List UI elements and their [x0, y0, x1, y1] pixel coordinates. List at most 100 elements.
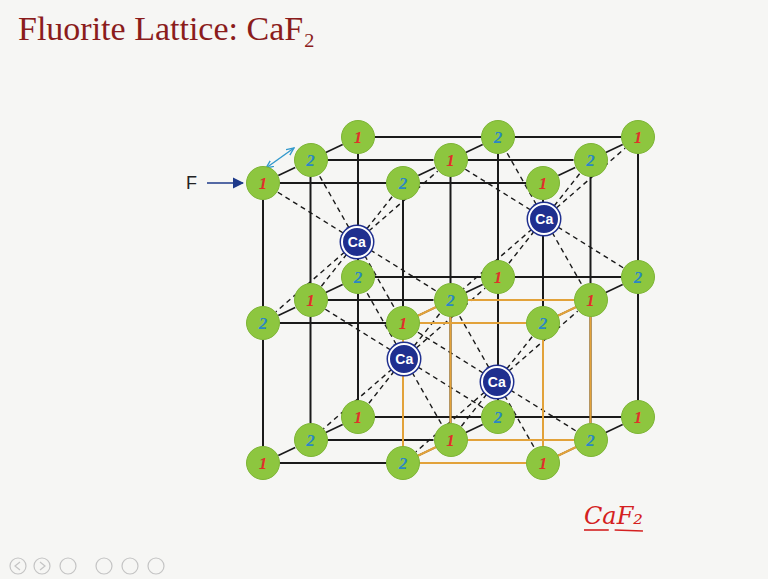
lattice-line [280, 182, 386, 184]
bond-line [507, 336, 533, 369]
lattice-line [515, 276, 621, 278]
lattice-line [558, 167, 575, 175]
lattice-line [637, 294, 639, 400]
lattice-line [606, 284, 623, 292]
fluoride-ion: 1 [434, 143, 468, 177]
site-number: 2 [446, 292, 455, 309]
fluoride-ion: 1 [526, 166, 560, 200]
calcium-ion: Ca [341, 226, 373, 258]
calcium-ion: Ca [528, 203, 560, 235]
site-number: 1 [586, 292, 595, 309]
lattice-line [310, 317, 312, 423]
lattice-line [357, 294, 359, 400]
calcium-ion: Ca [481, 366, 513, 398]
pointer-arrow [207, 182, 243, 184]
bond-line [509, 231, 535, 264]
lattice-line [637, 154, 639, 260]
site-number: 1 [399, 315, 408, 332]
slide-controls [10, 558, 164, 574]
calcium-ion: Ca [388, 343, 420, 375]
site-number: 2 [399, 175, 408, 192]
fluoride-ion: 2 [341, 260, 375, 294]
fluoride-ion: 2 [526, 306, 560, 340]
lattice-line [280, 462, 386, 464]
site-number: 2 [586, 152, 595, 169]
ion-symbol: Ca [488, 375, 506, 389]
lattice-line [450, 177, 452, 283]
bond-line [370, 250, 436, 291]
atom-label: F [186, 174, 197, 192]
bond-line [558, 227, 624, 268]
fluoride-ion: 2 [246, 306, 280, 340]
site-number: 1 [259, 455, 268, 472]
lattice-line [328, 439, 434, 441]
bond-line [412, 372, 442, 425]
site-number: 1 [354, 129, 363, 146]
fluoride-ion: 1 [574, 283, 608, 317]
lattice-line [328, 299, 434, 301]
ion-symbol: Ca [535, 212, 553, 226]
lattice-line [466, 424, 483, 432]
bond-line [277, 192, 343, 233]
fluoride-ion: 1 [246, 166, 280, 200]
formula-underlines [584, 530, 643, 531]
bond-line [319, 175, 349, 228]
lattice-line [326, 424, 343, 432]
lattice-line [375, 276, 481, 278]
lattice-line [420, 182, 526, 184]
lattice-line [328, 159, 434, 161]
bond-line [369, 171, 438, 231]
lattice-line [310, 177, 312, 283]
unit-cube-highlight [403, 300, 591, 463]
site-number: 1 [634, 129, 643, 146]
bond-line [367, 196, 393, 229]
fluoride-ion: 2 [481, 400, 515, 434]
site-number: 1 [494, 269, 503, 286]
formula-note: CaF₂ [584, 504, 643, 528]
site-number: 1 [634, 409, 643, 426]
fluoride-ion: 1 [621, 400, 655, 434]
lattice-line [515, 136, 621, 138]
fluoride-ion: 2 [574, 423, 608, 457]
lattice-line [515, 416, 621, 418]
bond-line [276, 252, 345, 312]
lattice-line [278, 167, 295, 175]
fluoride-ion: 2 [386, 166, 420, 200]
site-number: 2 [354, 269, 363, 286]
lattice-line [262, 200, 264, 306]
underline-stroke [584, 529, 609, 531]
fluoride-ion: 1 [294, 283, 328, 317]
bond-line [556, 148, 625, 208]
fluoride-ion: 1 [434, 423, 468, 457]
fluoride-ion: 1 [621, 120, 655, 154]
slide-title: Fluorite Lattice: CaF₂ [18, 12, 315, 46]
lattice-line [278, 307, 295, 315]
fluoride-ion: 1 [341, 120, 375, 154]
lattice-line [402, 200, 404, 306]
site-number: 1 [446, 152, 455, 169]
fluoride-ion: 2 [386, 446, 420, 480]
site-number: 2 [539, 315, 548, 332]
lattice-line [466, 284, 483, 292]
site-number: 2 [634, 269, 643, 286]
spacing-arrow [266, 148, 294, 168]
site-number: 1 [354, 409, 363, 426]
fluoride-ion: 2 [434, 283, 468, 317]
fluoride-ion: 1 [246, 446, 280, 480]
fluoride-ion: 1 [386, 306, 420, 340]
lattice-line [497, 154, 499, 260]
lattice-line [375, 416, 481, 418]
fluoride-ion: 2 [294, 423, 328, 457]
lattice-line [590, 177, 592, 283]
lattice-line [326, 284, 343, 292]
lattice-line [280, 322, 386, 324]
bond-line [463, 229, 532, 289]
bond-line [465, 169, 531, 210]
lattice-line [606, 424, 623, 432]
lattice-line [468, 159, 574, 161]
site-number: 2 [399, 455, 408, 472]
fluoride-ion: 2 [481, 120, 515, 154]
